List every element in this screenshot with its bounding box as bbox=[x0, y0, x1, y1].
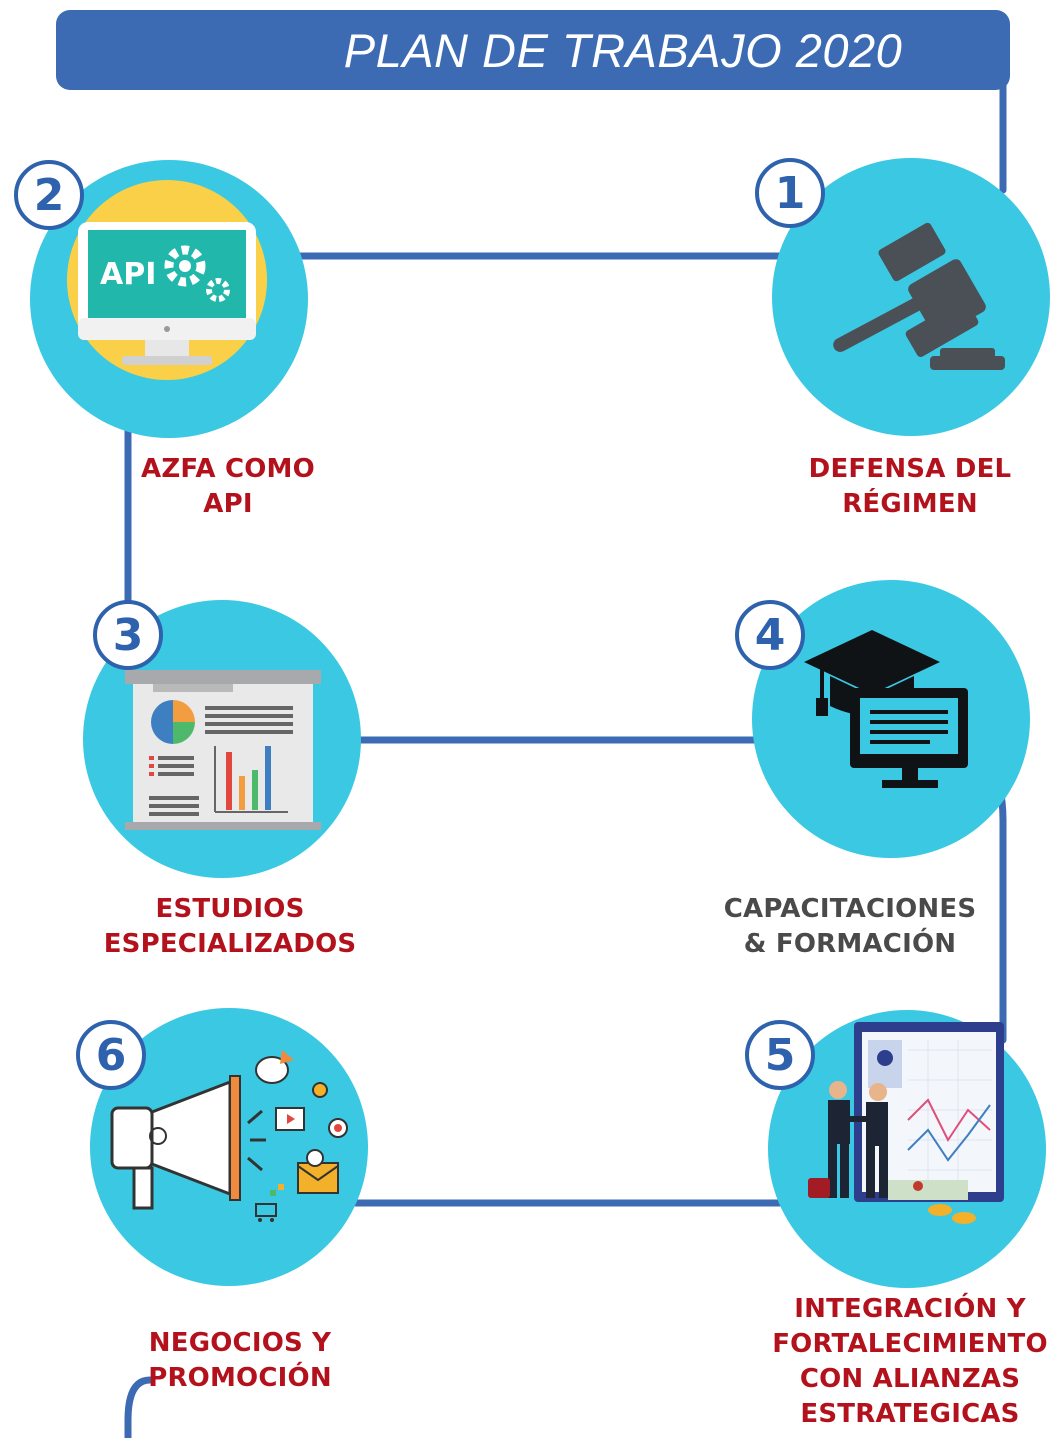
label-line: CON ALIANZAS bbox=[799, 1364, 1021, 1394]
api-monitor-icon: API bbox=[67, 180, 267, 380]
label-line: ESTUDIOS bbox=[155, 894, 305, 924]
label-line: FORTALECIMIENTO bbox=[772, 1329, 1048, 1359]
step-4-circle bbox=[752, 580, 1030, 858]
step-4-label: CAPACITACIONES & FORMACIÓN bbox=[700, 892, 1000, 962]
step-number-badge: 5 bbox=[745, 1020, 815, 1090]
graduation-monitor-icon bbox=[804, 630, 968, 788]
step-6-label: NEGOCIOS Y PROMOCIÓN bbox=[120, 1326, 360, 1396]
step-2-label: AZFA COMO API bbox=[108, 452, 348, 522]
label-line: NEGOCIOS Y bbox=[148, 1328, 332, 1358]
label-line: API bbox=[203, 489, 253, 519]
page-title: PLAN DE TRABAJO 2020 bbox=[343, 23, 903, 77]
step-1-circle bbox=[772, 158, 1050, 436]
label-line: ESPECIALIZADOS bbox=[103, 929, 357, 959]
svg-text:API: API bbox=[100, 257, 156, 292]
gavel-icon bbox=[833, 222, 1005, 370]
label-line: INTEGRACIÓN Y bbox=[794, 1294, 1026, 1324]
business-handshake-icon bbox=[808, 1022, 1004, 1224]
step-5-label: INTEGRACIÓN Y FORTALECIMIENTO CON ALIANZ… bbox=[765, 1292, 1053, 1432]
label-line: DEFENSA DEL bbox=[808, 454, 1012, 484]
label-line: RÉGIMEN bbox=[842, 489, 978, 519]
megaphone-icon bbox=[110, 1050, 348, 1222]
title-banner: PLAN DE TRABAJO 2020 bbox=[56, 10, 1010, 90]
step-6-circle bbox=[90, 1008, 368, 1286]
label-line: & FORMACIÓN bbox=[743, 929, 957, 959]
step-number-badge: 2 bbox=[14, 160, 84, 230]
step-1-label: DEFENSA DEL RÉGIMEN bbox=[770, 452, 1050, 522]
label-line: ESTRATEGICAS bbox=[800, 1399, 1020, 1429]
label-line: AZFA COMO bbox=[141, 454, 315, 484]
label-line: PROMOCIÓN bbox=[148, 1363, 332, 1393]
step-number-badge: 1 bbox=[755, 158, 825, 228]
step-number-badge: 4 bbox=[735, 600, 805, 670]
step-number-badge: 3 bbox=[93, 600, 163, 670]
step-number-badge: 6 bbox=[76, 1020, 146, 1090]
presentation-board-icon bbox=[125, 670, 321, 830]
step-3-label: ESTUDIOS ESPECIALIZADOS bbox=[90, 892, 370, 962]
label-line: CAPACITACIONES bbox=[723, 894, 977, 924]
